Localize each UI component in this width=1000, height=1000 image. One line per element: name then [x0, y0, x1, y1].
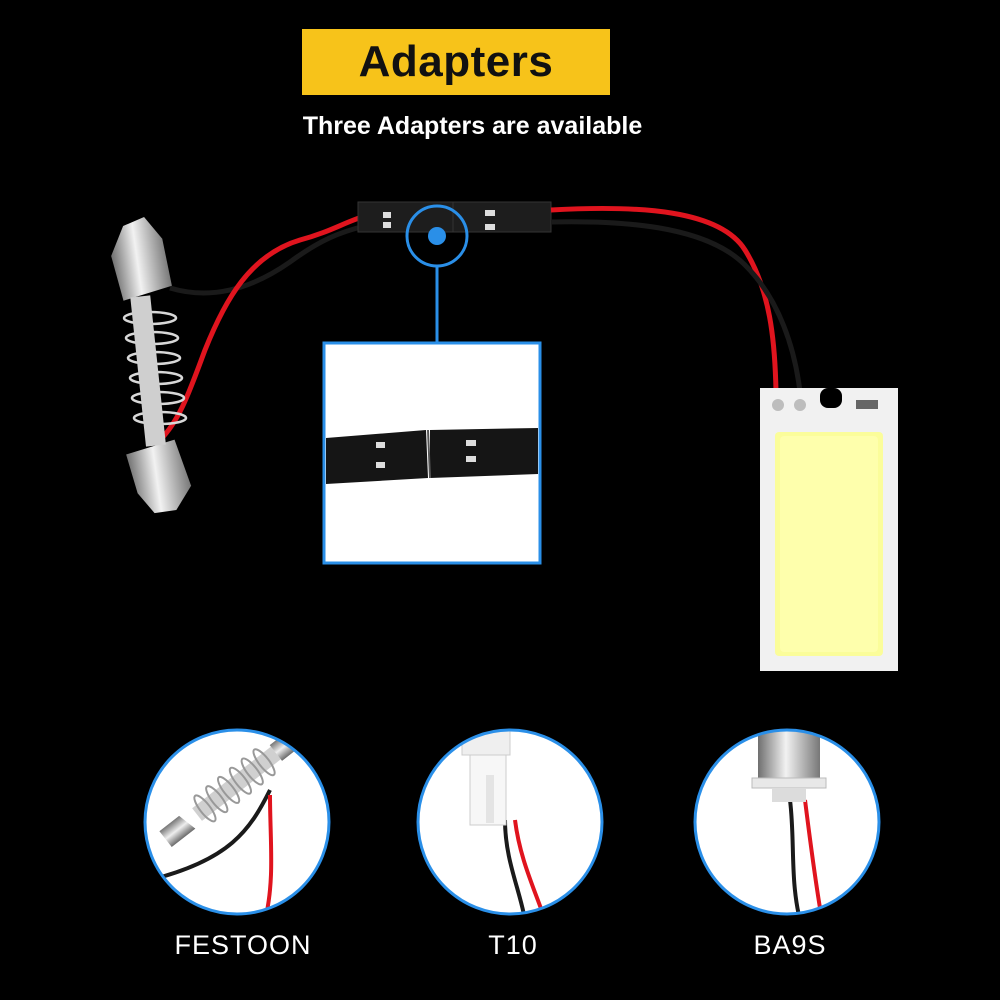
- t10-adapter-icon: [461, 730, 511, 826]
- ba9s-bulb-icon: [751, 730, 827, 802]
- festoon-bulb-icon: [111, 213, 366, 514]
- adapter-label-ba9s: BA9S: [753, 930, 827, 960]
- cob-led-panel-icon: [760, 388, 898, 671]
- connector-zoom-panel: [322, 341, 542, 565]
- connector-icon: [357, 201, 803, 393]
- page-title: Adapters: [358, 37, 554, 86]
- festoon-adapter-circle: [143, 728, 331, 916]
- page-subtitle: Three Adapters are available: [302, 112, 643, 140]
- ba9s-adapter-circle: [693, 728, 881, 916]
- title-banner: Adapters: [302, 29, 610, 95]
- adapter-label-festoon: FESTOON: [174, 930, 312, 960]
- adapter-label-t10: T10: [488, 930, 538, 960]
- t10-adapter-circle: [416, 728, 604, 916]
